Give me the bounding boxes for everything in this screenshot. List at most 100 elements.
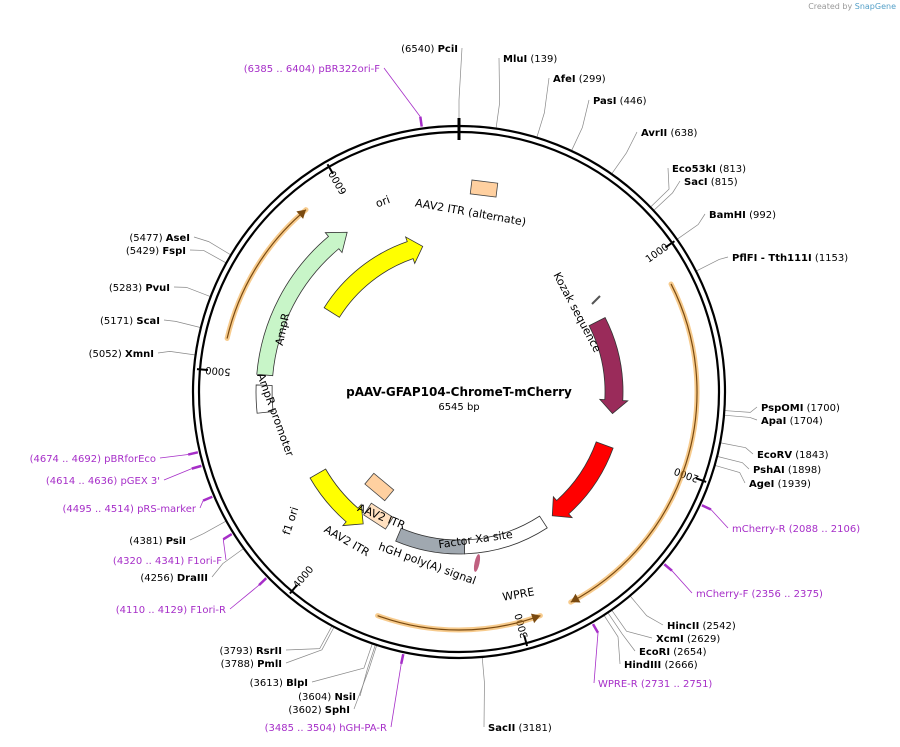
site-label-draiii: (4256) DraIII xyxy=(140,573,208,584)
site-leader-afei xyxy=(536,77,550,138)
orf-arrowhead xyxy=(570,593,581,603)
site-leader-draiii xyxy=(211,548,245,578)
site-label-xcmi: XcmI (2629) xyxy=(656,634,720,645)
site-label-xmni: (5052) XmnI xyxy=(89,349,154,360)
site-leader-hindiii xyxy=(603,614,621,665)
site-label-asei: (5477) AseI xyxy=(129,233,190,244)
ori-label: ori xyxy=(374,193,392,210)
site-label-avrii: AvrII (638) xyxy=(641,128,697,139)
orf-arrows xyxy=(224,207,700,633)
factor-xa-mark xyxy=(473,554,481,572)
site-label-bamhi: BamHI (992) xyxy=(709,210,776,221)
itr-box-2 xyxy=(364,472,395,502)
plasmid-name: pAAV-GFAP104-ChromeT-mCherry xyxy=(346,385,572,399)
site-leader-scai xyxy=(163,319,201,328)
kozak-mark xyxy=(591,295,601,305)
site-label-psii: (4381) PsiI xyxy=(129,536,186,547)
site-label-agei: AgeI (1939) xyxy=(749,479,811,490)
site-leader-pcii xyxy=(458,47,463,126)
primer-label: mCherry-R (2088 .. 2106) xyxy=(732,524,860,535)
site-leader-xcmi xyxy=(611,609,653,639)
tick-mark xyxy=(326,163,334,175)
site-leader-pvui xyxy=(173,286,211,298)
mcherry-feature xyxy=(551,441,614,519)
tick-label: 6000 xyxy=(327,168,349,196)
site-leader-blpi xyxy=(311,643,373,683)
mcherry-label: mCherry xyxy=(613,490,649,538)
primer-label: (4614 .. 4636) pGEX 3' xyxy=(46,476,160,487)
site-leader-pshai xyxy=(717,456,750,470)
credit-prefix: Created by xyxy=(808,2,853,11)
primer-label: (3485 .. 3504) hGH-PA-R xyxy=(265,723,387,734)
site-leader-sacii xyxy=(481,656,485,728)
ampr-promoter-feature xyxy=(255,384,274,414)
primer-mark xyxy=(701,504,712,511)
orf-arrowhead xyxy=(531,613,541,624)
site-leader-psii xyxy=(189,520,227,541)
primer-label: (6385 .. 6404) pBR322ori-F xyxy=(244,64,380,75)
tick-mark xyxy=(196,368,209,372)
site-leader-lines xyxy=(157,47,758,728)
site-leader-ecori xyxy=(607,612,636,652)
primer-mark xyxy=(591,623,600,634)
site-leader-pspomi xyxy=(724,406,758,413)
primer-mark xyxy=(258,577,268,587)
primer-mark xyxy=(191,464,202,470)
primer-leader xyxy=(229,584,260,610)
itr-box-1 xyxy=(363,502,394,530)
site-label-fspi: (5429) FspI xyxy=(126,246,186,257)
orf-line xyxy=(570,283,698,603)
tick-mark xyxy=(523,635,529,647)
primer-leader xyxy=(390,663,402,728)
site-label-blpi: (3613) BlpI xyxy=(250,678,308,689)
site-label-apai: ApaI (1704) xyxy=(761,416,823,427)
hgh-polya-feature xyxy=(395,527,466,555)
site-leader-avrii xyxy=(611,131,638,175)
primer-mark xyxy=(663,563,673,572)
site-leader-fspi xyxy=(189,249,227,264)
site-label-pspomi: PspOMI (1700) xyxy=(761,403,840,414)
chr2-label: ChR2(H134R) xyxy=(652,324,675,400)
primer-leader xyxy=(593,632,599,684)
site-label-pvui: (5283) PvuI xyxy=(109,283,170,294)
site-label-eco53ki: Eco53kI (813) xyxy=(672,164,746,175)
site-leader-eco53ki xyxy=(650,167,670,208)
primer-mark xyxy=(399,653,405,665)
site-leader-agei xyxy=(714,464,746,484)
site-leader-sphi xyxy=(353,644,378,710)
site-leader-ecorv xyxy=(720,442,754,455)
itr-alt-label: AAV2 ITR (alternate) xyxy=(414,196,527,228)
primer-mark xyxy=(222,532,233,541)
site-label-saci: SacI (815) xyxy=(684,177,738,188)
site-label-pshai: PshAI (1898) xyxy=(753,465,821,476)
site-leader-bamhi xyxy=(676,213,706,240)
primer-label: mCherry-F (2356 .. 2375) xyxy=(696,589,823,600)
tick-mark xyxy=(695,477,707,483)
orf-arrowhead xyxy=(296,209,307,219)
ori-feature xyxy=(323,236,424,318)
itr2-label: AAV2 ITR xyxy=(322,523,372,560)
site-label-hindiii: HindIII (2666) xyxy=(624,660,698,671)
primer-leader xyxy=(159,454,189,459)
site-leader-xmni xyxy=(157,351,196,356)
kozak-label: Kozak sequence xyxy=(551,270,604,355)
site-label-hincii: HincII (2542) xyxy=(667,621,736,632)
orf-line xyxy=(377,615,541,631)
primer-leader xyxy=(671,570,693,594)
site-leader-pasi xyxy=(571,99,590,152)
site-label-sacii: SacII (3181) xyxy=(488,723,552,734)
primer-leader xyxy=(163,468,192,481)
site-label-pmli: (3788) PmlI xyxy=(221,659,282,670)
site-leader-saci xyxy=(653,180,681,211)
primer-label: (4320 .. 4341) F1ori-F xyxy=(113,556,222,567)
f1ori-feature xyxy=(309,468,364,527)
site-label-mlui: MluI (139) xyxy=(503,54,557,65)
site-label-afei: AfeI (299) xyxy=(553,74,606,85)
site-label-sphi: (3602) SphI xyxy=(288,705,350,716)
primer-leader xyxy=(383,67,421,117)
primer-label: (4495 .. 4514) pRS-marker xyxy=(62,504,196,515)
site-label-rsrii: (3793) RsrII xyxy=(220,646,282,657)
site-label-ecori: EcoRI (2654) xyxy=(639,647,707,658)
